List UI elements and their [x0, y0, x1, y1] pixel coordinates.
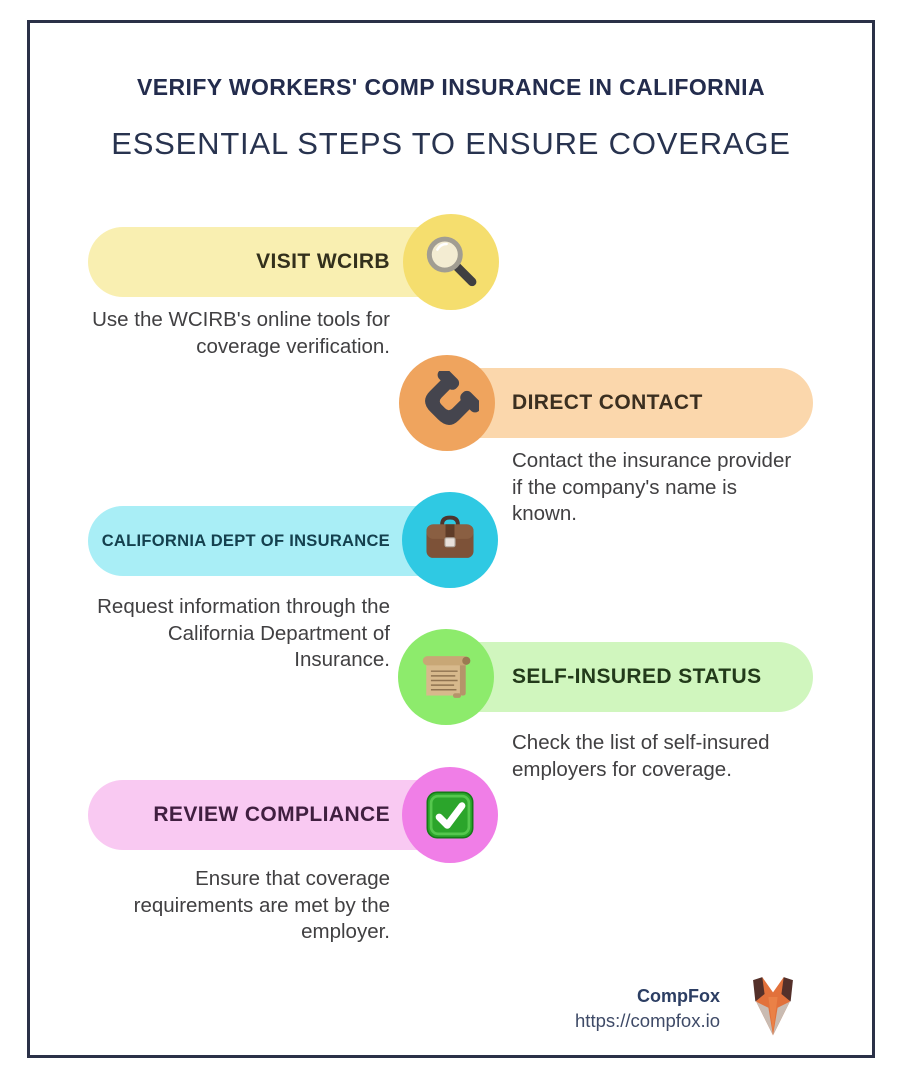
step-circle-review-compliance [402, 767, 498, 863]
page-title: VERIFY WORKERS' COMP INSURANCE IN CALIFO… [137, 74, 765, 100]
step-label-self-insured-status: SELF-INSURED STATUS [512, 665, 762, 688]
step-circle-visit-wcirb [403, 214, 499, 310]
scroll-icon [417, 648, 475, 706]
step-label-review-compliance: REVIEW COMPLIANCE [153, 803, 390, 826]
step-circle-ca-dept-insurance [402, 492, 498, 588]
step-description-direct-contact: Contact the insurance provider if the co… [512, 449, 792, 526]
briefcase-icon [422, 512, 478, 568]
step-label-ca-dept-insurance: CALIFORNIA DEPT OF INSURANCE [101, 531, 390, 550]
magnifier-icon [420, 231, 482, 293]
step-description-visit-wcirb: Use the WCIRB's online tools for coverag… [92, 308, 390, 358]
fox-logo [750, 976, 796, 1038]
phone-receiver-icon [415, 371, 479, 435]
step-circle-self-insured-status [398, 629, 494, 725]
step-label-direct-contact: DIRECT CONTACT [512, 391, 703, 414]
step-label-visit-wcirb: VISIT WCIRB [256, 250, 390, 273]
page-subtitle: ESSENTIAL STEPS TO ENSURE COVERAGE [111, 126, 791, 161]
step-circle-direct-contact [399, 355, 495, 451]
step-description-self-insured-status: Check the list of self-insured employers… [512, 731, 770, 781]
brand-url[interactable]: https://compfox.io [575, 1010, 720, 1031]
step-description-ca-dept-insurance: Request information through the Californ… [97, 595, 390, 672]
step-description-review-compliance: Ensure that coverage requirements are me… [133, 867, 390, 944]
brand-name: CompFox [637, 986, 720, 1006]
outer-frame [27, 20, 875, 1058]
check-button-icon [423, 788, 477, 842]
